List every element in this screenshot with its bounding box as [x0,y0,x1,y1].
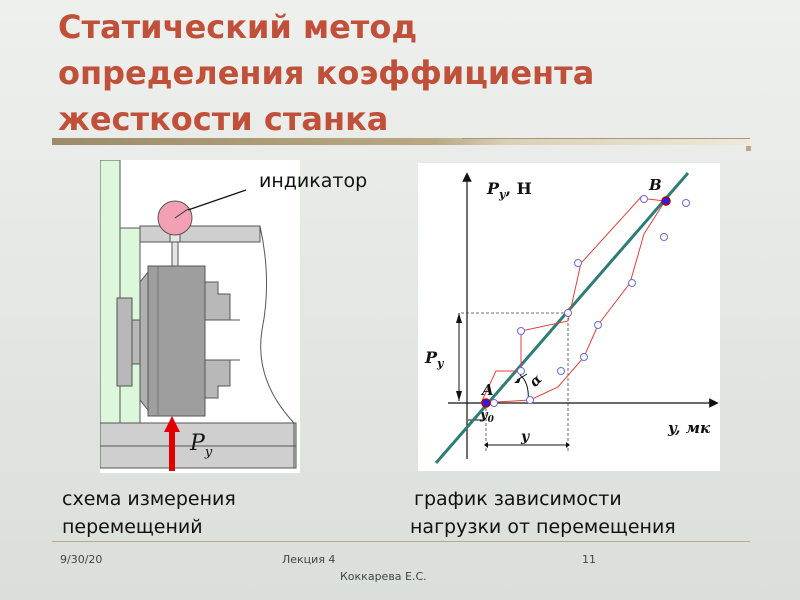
y0-label: y0 [479,408,495,425]
break-line [259,225,295,468]
angle-label: α [527,371,546,390]
title-line-1: Статический метод [58,8,418,46]
footer-divider [52,541,750,542]
right-caption: график зависимости нагрузки от перемещен… [410,485,676,541]
chuck-body [147,265,206,417]
spindle-flange [116,297,133,387]
indicator-needle [174,208,189,219]
indicator-leader [187,189,247,211]
left-caption-line-1: схема измерения [62,488,236,510]
right-caption-line-2: нагрузки от перемещения [410,516,676,538]
left-caption: схема измерения перемещений [62,485,236,541]
point-a-label: A [480,381,494,399]
point-b [661,196,671,206]
measurement-scheme-panel: Py [99,159,300,473]
force-arrow-head [164,416,180,432]
slide-title: Статический метод определения коэффициен… [58,4,778,142]
indicator-beam [139,225,261,243]
measurement-scheme-drawing: Py [99,159,297,471]
footer-author: Коккарева Е.С. [340,570,427,583]
x-axis-label: y, мк [667,419,711,437]
footer-date: 9/30/20 [60,553,103,566]
title-line-2: определения коэффициента [58,54,595,92]
chuck-back [139,270,149,412]
chuck-jaw-upper [204,281,231,321]
indicator-label: индикатор [259,170,368,192]
right-caption-line-1: график зависимости [414,488,622,510]
point-b-label: B [648,176,662,194]
title-line-3: жесткости станка [58,100,389,138]
force-label: Py [189,431,213,460]
spindle-hub [131,319,141,365]
footer-lecture: Лекция 4 [282,553,336,566]
load-graph-panel: Py, Н y, мк Py y0 y α [418,163,720,471]
y-axis-label: Py, Н [486,179,532,201]
divider-mark [746,146,751,151]
title-divider [52,138,750,145]
load-label: Py [424,348,445,370]
left-caption-line-2: перемещений [62,516,203,538]
title-divider-thin [462,138,750,139]
chuck-jaw-lower [204,359,231,399]
indicator-stem [171,241,179,267]
y-displacement-label: y [520,429,530,445]
hysteresis-curve [480,195,666,404]
footer-page-number: 11 [582,553,596,566]
point-a [481,398,491,408]
load-graph-drawing: Py, Н y, мк Py y0 y α [424,172,719,464]
curve-points [490,195,690,407]
machine-base [99,445,297,469]
stiffness-line [434,172,690,464]
